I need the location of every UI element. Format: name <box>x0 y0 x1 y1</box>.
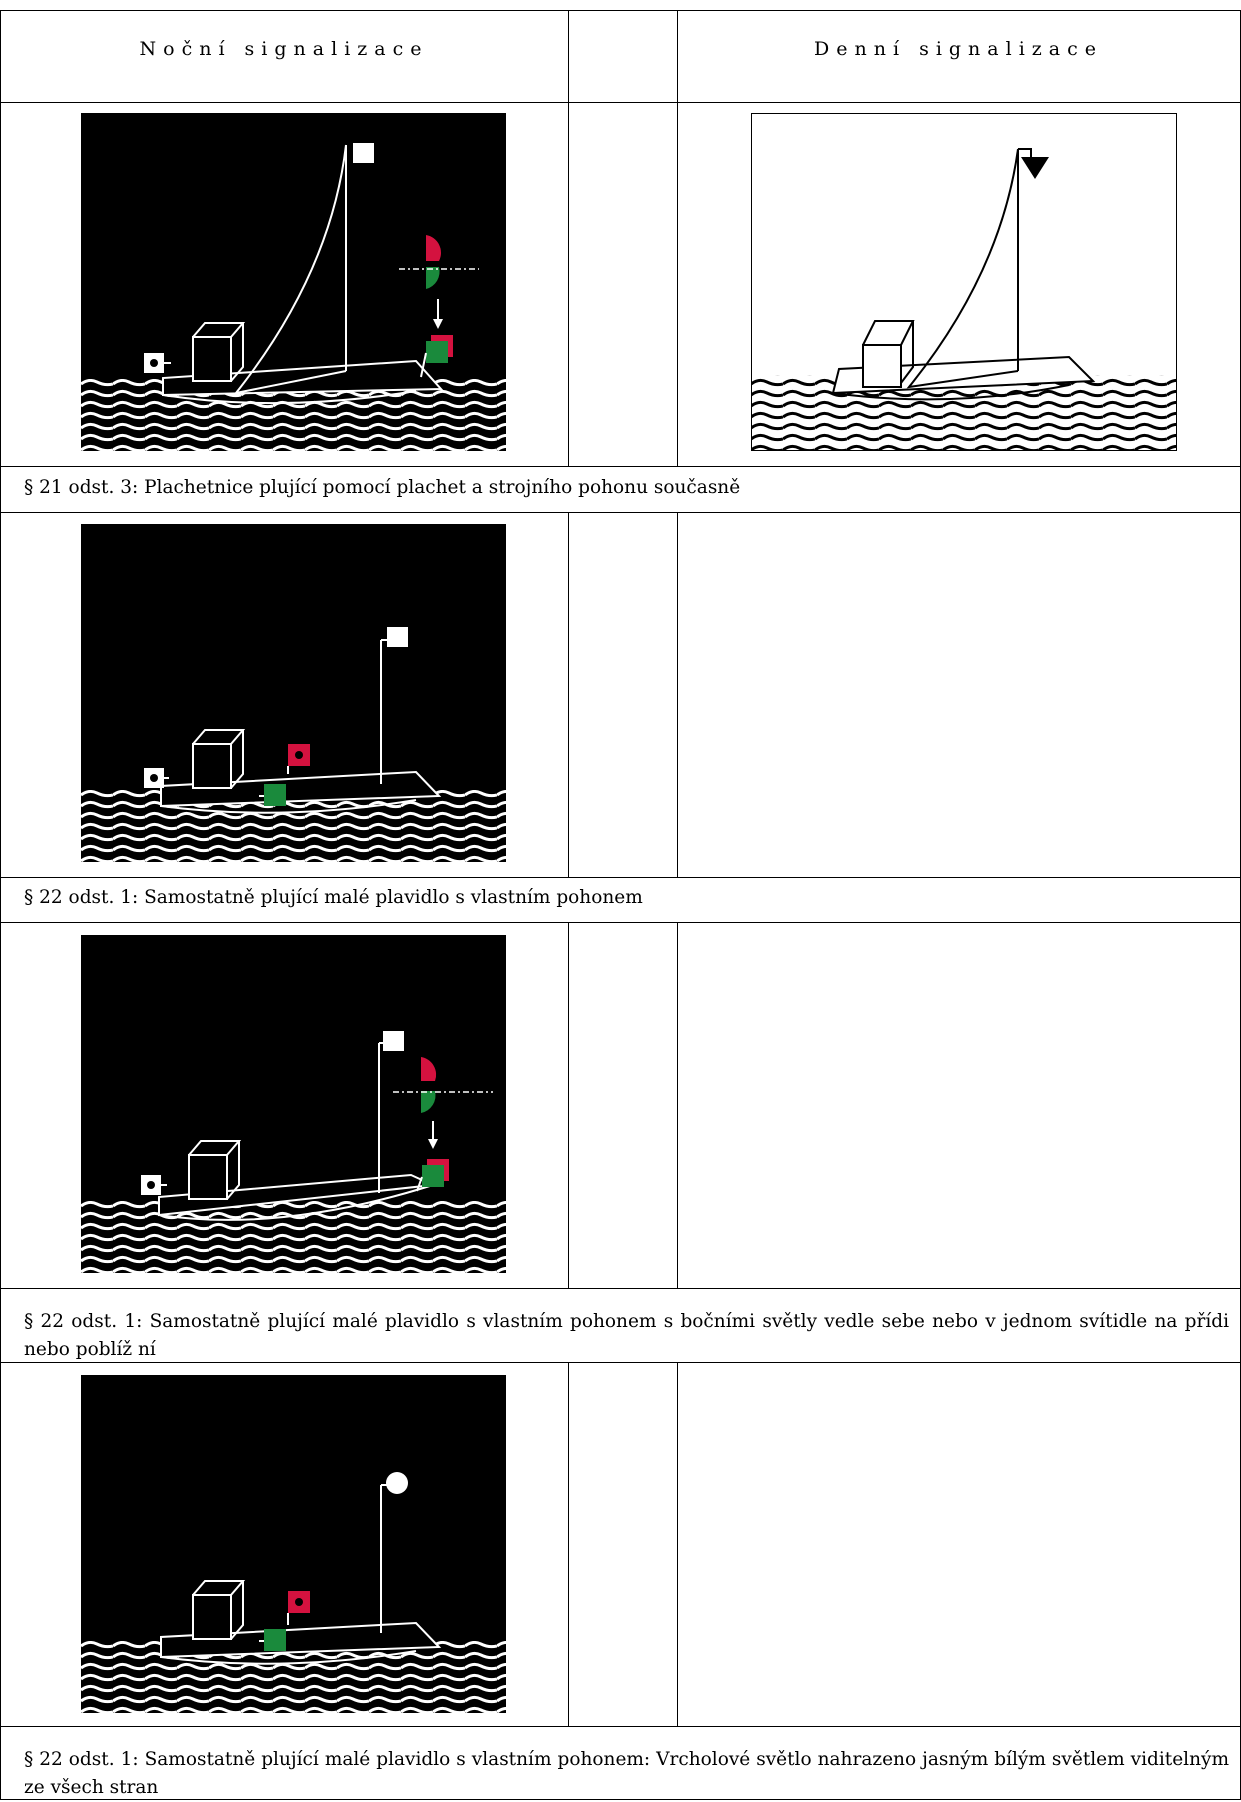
caption-row-4: § 22 odst. 1: Samostatně plující malé pl… <box>24 1746 1229 1802</box>
caption-row-3: § 22 odst. 1: Samostatně plující malé pl… <box>24 1308 1229 1364</box>
night-signal-small-motor <box>81 524 506 862</box>
night-signal-small-motor-allround <box>81 1375 506 1713</box>
caption-row-1: § 21 odst. 3: Plachetnice plující pomocí… <box>24 474 1229 502</box>
caption-row-2: § 22 odst. 1: Samostatně plující malé pl… <box>24 884 1229 912</box>
day-signal-sailing-motor <box>751 113 1177 451</box>
night-signal-sailing-motor <box>81 113 506 451</box>
night-signal-small-motor-combined <box>81 935 506 1273</box>
header-day: Denní signalizace <box>677 38 1240 60</box>
header-night: Noční signalizace <box>0 38 568 60</box>
